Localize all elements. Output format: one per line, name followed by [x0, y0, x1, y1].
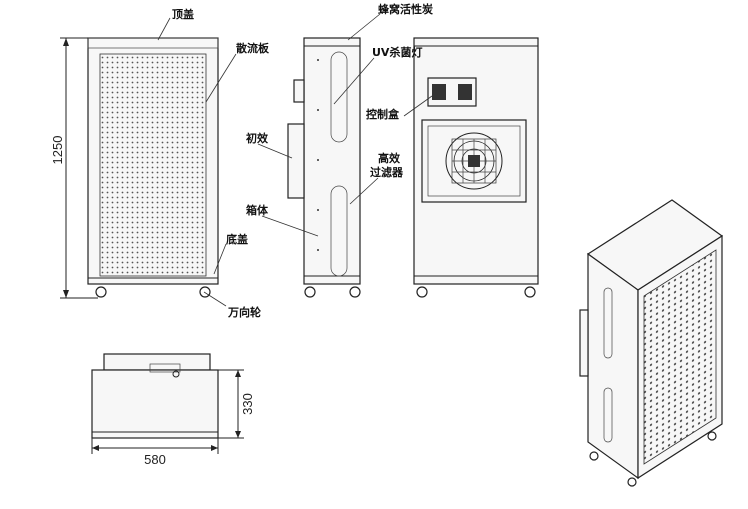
fan-grille — [445, 132, 503, 190]
label-casters: 万向轮 — [227, 305, 261, 319]
label-top-cover: 顶盖 — [172, 7, 194, 21]
label-uv-lamp: UV杀菌灯 — [372, 45, 422, 59]
iso-perforated-panel — [643, 249, 717, 465]
label-pre-filter: 初效 — [246, 131, 269, 145]
label-hepa-line1: 高效 — [378, 151, 401, 165]
iso-side-panel — [587, 252, 639, 480]
front-view — [87, 37, 219, 298]
back-view — [413, 37, 539, 298]
isometric-view — [579, 199, 724, 487]
height-dimension: 1250 — [50, 37, 98, 299]
label-diffuser-plate: 散流板 — [236, 41, 270, 55]
perforated-diffuser-panel — [99, 53, 207, 277]
height-value: 1250 — [50, 136, 65, 165]
leader-lines — [157, 13, 433, 307]
carbon-slot — [330, 51, 348, 143]
width-dimension: 580 — [91, 438, 219, 467]
side-view — [287, 37, 361, 298]
label-base-cover: 底盖 — [226, 232, 248, 246]
labels: 顶盖 散流板 初效 底盖 万向轮 蜂窝活性炭 UV杀菌灯 箱体 控制盒 高效 过… — [172, 2, 433, 319]
label-control-box: 控制盒 — [366, 107, 400, 121]
caster-wheel — [199, 286, 211, 298]
width-value: 580 — [144, 452, 166, 467]
depth-value: 330 — [240, 393, 255, 415]
label-cabinet: 箱体 — [246, 203, 269, 217]
label-hepa-line2: 过滤器 — [370, 165, 404, 179]
caster-wheel — [95, 286, 107, 298]
pre-filter-frame — [287, 123, 305, 199]
uv-slot — [330, 185, 348, 277]
top-view — [91, 353, 219, 439]
label-honeycomb-carbon: 蜂窝活性炭 — [378, 2, 433, 16]
depth-dimension: 330 — [218, 369, 255, 439]
